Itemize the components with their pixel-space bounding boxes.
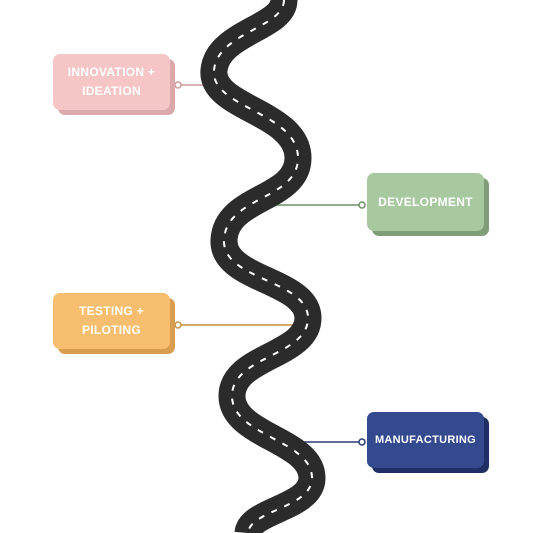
connector-manufacturing [300, 438, 366, 446]
stage-label: MANUFACTURING [374, 433, 477, 446]
stage-development: DEVELOPMENT [367, 173, 484, 231]
connector-testing [174, 321, 300, 329]
stage-innovation-ideation: INNOVATION + IDEATION [53, 54, 170, 110]
stage-manufacturing: MANUFACTURING [367, 412, 484, 468]
stage-label: DEVELOPMENT [378, 194, 473, 209]
stage-label: INNOVATION + IDEATION [67, 65, 156, 98]
stage-label: TESTING + PILOTING [78, 304, 145, 337]
road-surface [200, 0, 326, 533]
stage-testing-piloting: TESTING + PILOTING [53, 293, 170, 349]
